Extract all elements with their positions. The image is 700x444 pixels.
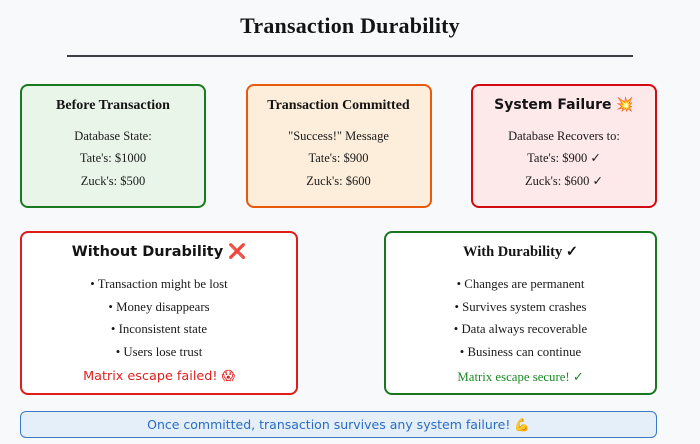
panel-verdict: Matrix escape secure! ✓ <box>457 370 584 385</box>
list-item: • Transaction might be lost <box>90 276 228 291</box>
state-card-title: System Failure 💥 <box>494 97 634 113</box>
panel-without-durability: Without Durability ❌ • Transaction might… <box>20 231 298 395</box>
state-card-before-transaction: Before Transaction Database State: Tate'… <box>20 84 206 208</box>
summary-banner: Once committed, transaction survives any… <box>20 411 657 438</box>
list-item: • Inconsistent state <box>110 322 208 337</box>
page-title: Transaction Durability <box>240 13 460 38</box>
summary-banner-text: Once committed, transaction survives any… <box>147 416 530 432</box>
transaction-state-row: Before Transaction Database State: Tate'… <box>20 84 657 208</box>
state-card-title: Transaction Committed <box>267 98 410 113</box>
durability-comparison-row: Without Durability ❌ • Transaction might… <box>20 231 657 395</box>
panel-with-durability: With Durability ✓ • Changes are permanen… <box>384 231 657 395</box>
state-line: Tate's: $900 ✓ <box>527 151 601 166</box>
list-item: • Survives system crashes <box>454 299 587 314</box>
state-line: Zuck's: $500 <box>80 173 146 188</box>
panel-title: With Durability ✓ <box>462 244 578 260</box>
title-divider <box>67 54 633 57</box>
list-item: • Business can continue <box>459 345 582 360</box>
state-card-system-failure: System Failure 💥 Database Recovers to: T… <box>471 84 657 208</box>
panel-title: Without Durability ❌ <box>71 244 247 260</box>
state-line: Zuck's: $600 <box>306 173 371 188</box>
state-line: Tate's: $1000 <box>79 151 147 166</box>
list-item: • Changes are permanent <box>456 276 585 291</box>
list-item: • Users lose trust <box>115 345 203 360</box>
list-item: • Data always recoverable <box>453 322 588 337</box>
list-item: • Money disappears <box>108 299 210 314</box>
panel-verdict: Matrix escape failed! 😱 <box>83 369 235 385</box>
state-line: Tate's: $900 <box>308 151 369 166</box>
state-line: Database Recovers to: <box>508 128 620 143</box>
state-card-transaction-committed: Transaction Committed "Success!" Message… <box>245 84 432 208</box>
state-card-title: Before Transaction <box>56 98 170 113</box>
state-line: Database State: <box>74 128 152 143</box>
state-line: Zuck's: $600 ✓ <box>525 173 603 188</box>
state-line: "Success!" Message <box>288 128 389 143</box>
